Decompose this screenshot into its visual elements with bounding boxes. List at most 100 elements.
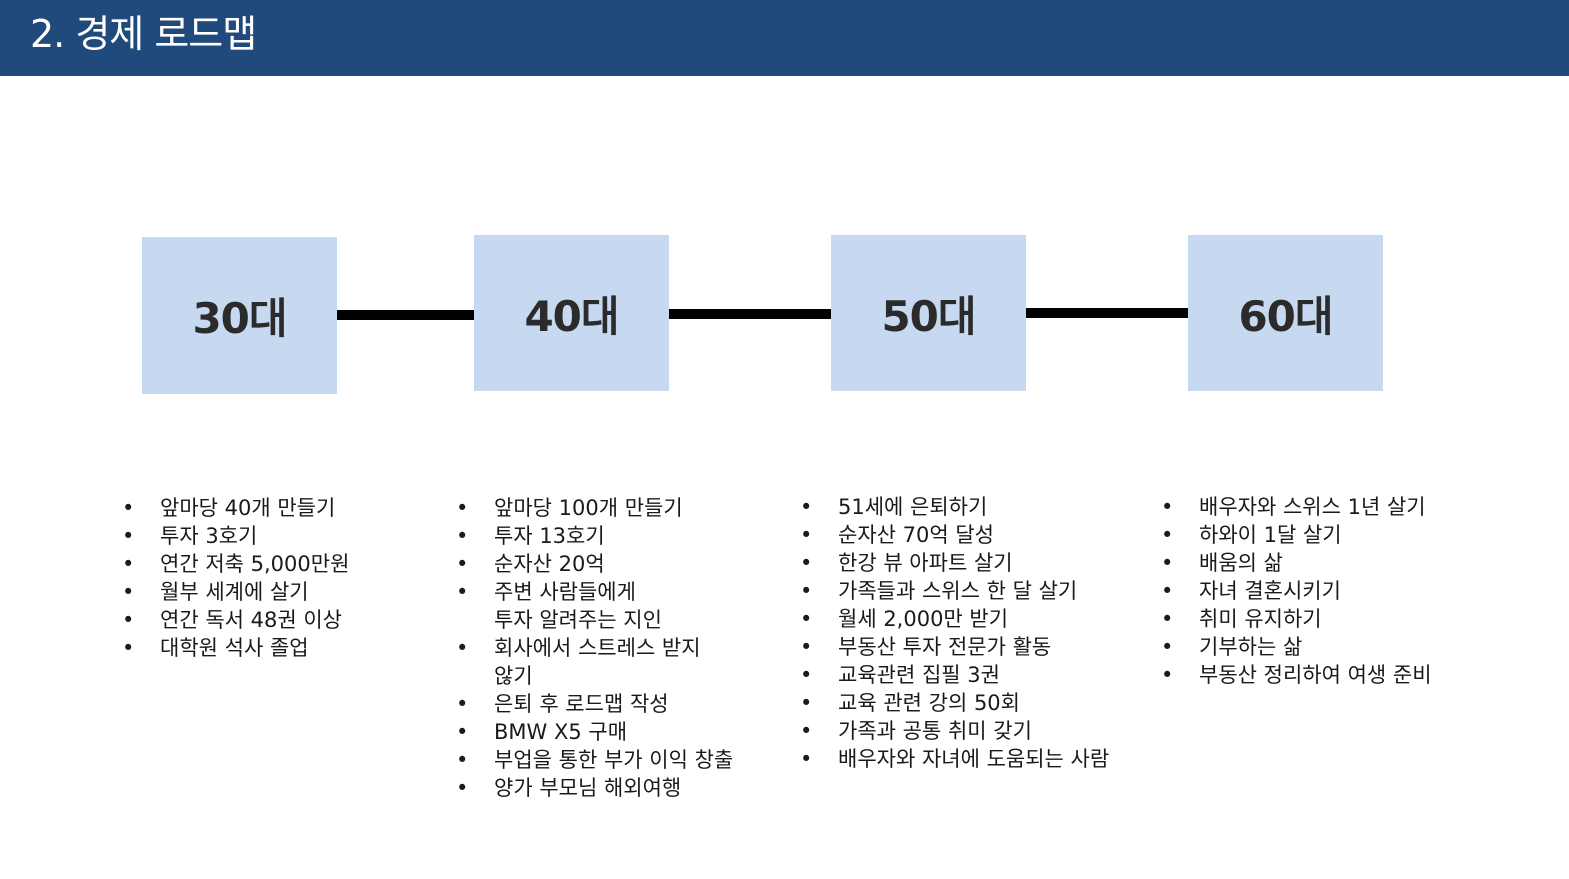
list-item: • 순자산 70억 달성 xyxy=(800,521,1140,549)
page-title: 2. 경제 로드맵 xyxy=(30,12,257,56)
stage-label-30s: 30대 xyxy=(192,294,287,343)
goal-text: 배우자와 스위스 1년 살기 xyxy=(1199,495,1426,519)
bullet: • xyxy=(800,495,813,519)
bullet: • xyxy=(456,636,469,660)
bullet: • xyxy=(456,776,469,800)
bullet: • xyxy=(456,748,469,772)
goal-text: 하와이 1달 살기 xyxy=(1199,523,1342,547)
goal-text: 투자 13호기 xyxy=(494,524,605,548)
goal-text: 대학원 석사 졸업 xyxy=(160,636,309,660)
list-item: • 월부 세계에 살기 xyxy=(122,578,422,606)
bullet: • xyxy=(122,608,135,632)
list-item: • 부동산 투자 전문가 활동 xyxy=(800,633,1140,661)
bullet: • xyxy=(800,579,813,603)
goal-text: 양가 부모님 해외여행 xyxy=(494,776,682,800)
title-bar: 2. 경제 로드맵 xyxy=(0,0,1569,76)
stage-box-60s: 60대 xyxy=(1188,235,1383,391)
bullet: • xyxy=(1161,607,1174,631)
list-item: • 배우자와 스위스 1년 살기 xyxy=(1161,493,1491,521)
bullet: • xyxy=(800,551,813,575)
list-item: • 51세에 은퇴하기 xyxy=(800,493,1140,521)
connector-50-60 xyxy=(1025,308,1188,318)
goal-text: 연간 저축 5,000만원 xyxy=(160,552,350,576)
goal-text: 가족과 공통 취미 갖기 xyxy=(838,719,1032,743)
list-item: • 순자산 20억 xyxy=(456,550,776,578)
bullet: • xyxy=(800,523,813,547)
goal-text: 주변 사람들에게 투자 알려주는 지인 xyxy=(494,580,662,632)
list-item: • 배우자와 자녀에 도움되는 사람 xyxy=(800,745,1140,773)
goal-text: 51세에 은퇴하기 xyxy=(838,495,988,519)
goal-text: 배우자와 자녀에 도움되는 사람 xyxy=(838,747,1110,771)
bullet: • xyxy=(800,691,813,715)
goal-text: 월부 세계에 살기 xyxy=(160,580,309,604)
list-item: • 양가 부모님 해외여행 xyxy=(456,774,776,802)
list-item: • BMW X5 구매 xyxy=(456,718,776,746)
bullet: • xyxy=(122,496,135,520)
stage-box-40s: 40대 xyxy=(474,235,669,391)
bullet: • xyxy=(456,552,469,576)
bullet: • xyxy=(800,747,813,771)
goal-text: 부업을 통한 부가 이익 창출 xyxy=(494,748,734,772)
list-item: • 연간 독서 48권 이상 xyxy=(122,606,422,634)
list-item: • 연간 저축 5,000만원 xyxy=(122,550,422,578)
list-item: • 대학원 석사 졸업 xyxy=(122,634,422,662)
goal-text: 순자산 20억 xyxy=(494,552,605,576)
list-item: •한강 뷰 아파트 살기 xyxy=(800,549,1140,577)
bullet: • xyxy=(456,580,469,604)
goal-text: 취미 유지하기 xyxy=(1199,607,1322,631)
list-item: • 주변 사람들에게 투자 알려주는 지인 xyxy=(456,578,776,634)
list-item: •자녀 결혼시키기 xyxy=(1161,577,1491,605)
goal-text: BMW X5 구매 xyxy=(494,720,628,744)
goal-list-50s: • 51세에 은퇴하기 • 순자산 70억 달성 •한강 뷰 아파트 살기 • 가족들… xyxy=(800,493,1140,773)
bullet: • xyxy=(1161,635,1174,659)
goal-text: 연간 독서 48권 이상 xyxy=(160,608,342,632)
goal-text: 부동산 정리하여 여생 준비 xyxy=(1199,663,1432,687)
bullet: • xyxy=(122,524,135,548)
goal-text: 배움의 삶 xyxy=(1199,551,1283,575)
bullet: • xyxy=(456,720,469,744)
bullet: • xyxy=(122,552,135,576)
connector-30-40 xyxy=(337,310,474,320)
goal-list-30s: • 앞마당 40개 만들기 •투자 3호기 • 연간 저축 5,000만원 • 월부 … xyxy=(122,494,422,662)
stage-box-30s: 30대 xyxy=(142,237,337,394)
bullet: • xyxy=(800,635,813,659)
list-item: •회사에서 스트레스 받지 않기 xyxy=(456,634,776,690)
bullet: • xyxy=(1161,663,1174,687)
goal-text: 자녀 결혼시키기 xyxy=(1199,579,1341,603)
bullet: • xyxy=(800,607,813,631)
stage-box-50s: 50대 xyxy=(831,235,1026,391)
goal-text: 월세 2,000만 받기 xyxy=(838,607,1009,631)
list-item: •하와이 1달 살기 xyxy=(1161,521,1491,549)
goal-text: 교육 관련 강의 50회 xyxy=(838,691,1020,715)
goal-text: 교육관련 집필 3권 xyxy=(838,663,1000,687)
list-item: • 취미 유지하기 xyxy=(1161,605,1491,633)
bullet: • xyxy=(800,663,813,687)
goal-text: 앞마당 40개 만들기 xyxy=(160,496,336,520)
list-item: • 부동산 정리하여 여생 준비 xyxy=(1161,661,1491,689)
list-item: • 앞마당 100개 만들기 xyxy=(456,494,776,522)
bullet: • xyxy=(456,692,469,716)
goal-text: 기부하는 삶 xyxy=(1199,635,1303,659)
bullet: • xyxy=(122,580,135,604)
list-item: • 기부하는 삶 xyxy=(1161,633,1491,661)
list-item: • 가족과 공통 취미 갖기 xyxy=(800,717,1140,745)
stage-label-40s: 40대 xyxy=(524,291,619,341)
bullet: • xyxy=(1161,495,1174,519)
list-item: • 앞마당 40개 만들기 xyxy=(122,494,422,522)
bullet: • xyxy=(456,496,469,520)
list-item: • 교육 관련 강의 50회 xyxy=(800,689,1140,717)
list-item: • 배움의 삶 xyxy=(1161,549,1491,577)
stage-label-60s: 60대 xyxy=(1238,291,1333,341)
goal-text: 앞마당 100개 만들기 xyxy=(494,496,683,520)
list-item: • 월세 2,000만 받기 xyxy=(800,605,1140,633)
goal-text: 순자산 70억 달성 xyxy=(838,523,994,547)
bullet: • xyxy=(1161,551,1174,575)
goal-text: 부동산 투자 전문가 활동 xyxy=(838,635,1052,659)
connector-40-50 xyxy=(668,309,831,319)
list-item: •투자 3호기 xyxy=(122,522,422,550)
bullet: • xyxy=(122,636,135,660)
goal-text: 가족들과 스위스 한 달 살기 xyxy=(838,579,1078,603)
bullet: • xyxy=(800,719,813,743)
goal-list-60s: •배우자와 스위스 1년 살기 •하와이 1달 살기 •배움의 삶 •자녀 결혼… xyxy=(1161,493,1491,689)
list-item: •은퇴 후 로드맵 작성 xyxy=(456,690,776,718)
